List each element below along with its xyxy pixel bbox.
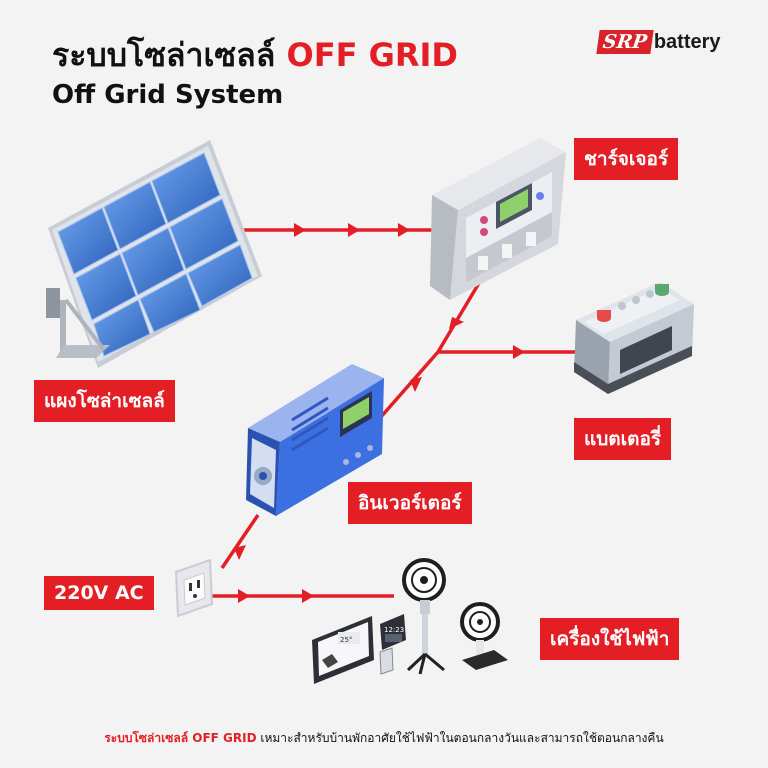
label-appliances: เครื่องใช้ไฟฟ้า bbox=[540, 618, 680, 660]
footer-note: ระบบโซล่าเซลล์ OFF GRID เหมาะสำหรับบ้านพ… bbox=[0, 729, 768, 748]
label-solar-panel: แผงโซล่าเซลล์ bbox=[34, 380, 175, 422]
footer-accent: ระบบโซล่าเซลล์ OFF GRID bbox=[104, 731, 257, 745]
battery-icon bbox=[574, 282, 694, 394]
charger-icon bbox=[430, 138, 566, 300]
solar-panel-icon bbox=[46, 140, 262, 368]
clock-time-text: 12:23 bbox=[384, 626, 404, 634]
tablet-temp-text: 25° bbox=[340, 636, 352, 644]
label-outlet: 220V AC bbox=[44, 576, 154, 610]
logo-word: battery bbox=[653, 30, 721, 53]
appliances-icon: 25° 12:23 bbox=[312, 558, 508, 684]
label-inverter: อินเวอร์เตอร์ bbox=[348, 482, 472, 524]
label-battery: แบตเตอรี่ bbox=[574, 418, 672, 460]
flow-lines bbox=[212, 228, 575, 598]
inverter-icon bbox=[246, 364, 384, 516]
label-charger: ชาร์จเจอร์ bbox=[574, 138, 679, 180]
flow-arrows bbox=[234, 223, 525, 603]
title-accent: OFF GRID bbox=[286, 36, 458, 74]
outlet-icon bbox=[174, 558, 214, 618]
title-thai: ระบบโซล่าเซลล์ bbox=[52, 36, 287, 74]
brand-logo: SRP battery bbox=[596, 30, 721, 54]
page-subtitle: Off Grid System bbox=[52, 80, 284, 110]
footer-text: เหมาะสำหรับบ้านพักอาศัยใช้ไฟฟ้าในตอนกลาง… bbox=[256, 731, 664, 745]
page-title: ระบบโซล่าเซลล์ OFF GRID bbox=[52, 30, 458, 81]
